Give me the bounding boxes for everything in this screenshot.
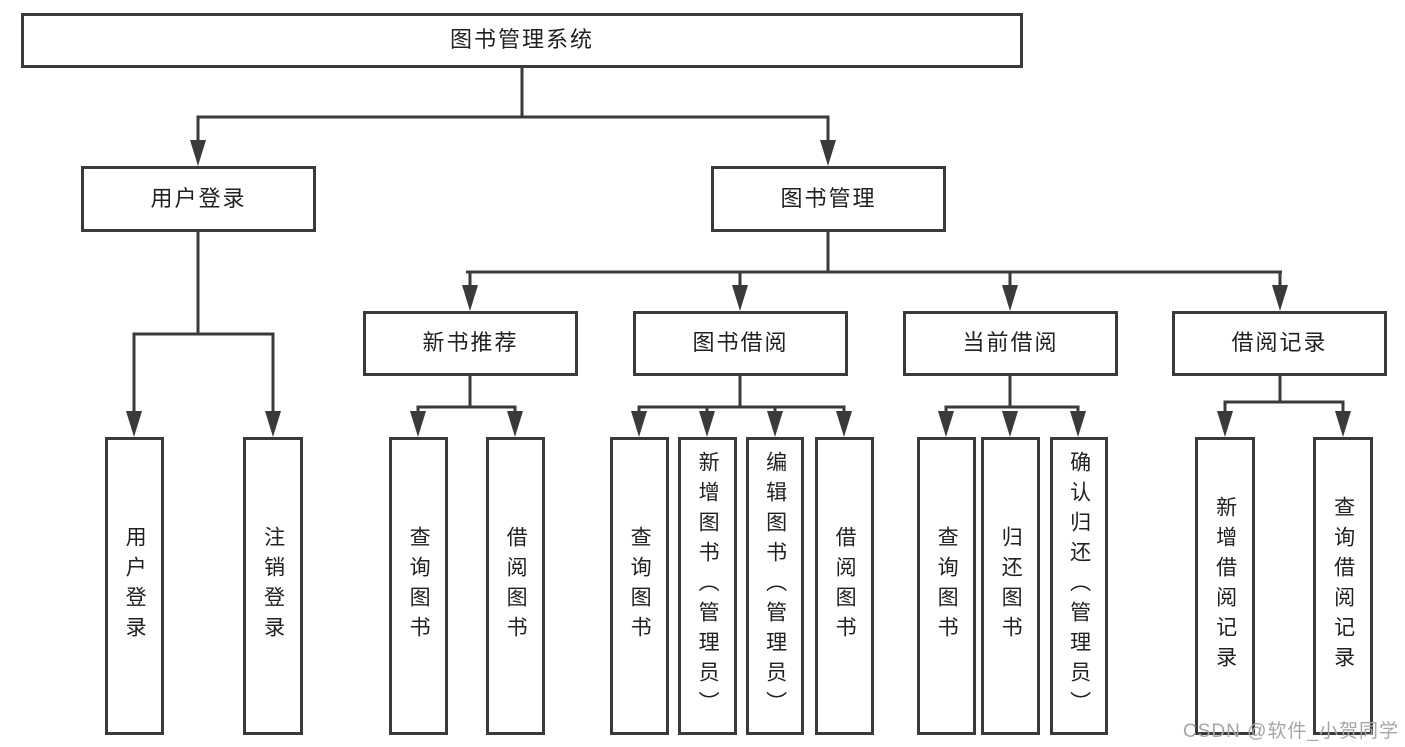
leaf-current-confirm-return-admin: 确认归还（管理员） <box>1050 437 1108 735</box>
leaf-recommend-query-book: 查询图书 <box>389 437 448 735</box>
leaf-borrow-borrow-book: 借阅图书 <box>815 437 874 735</box>
leaf-user-login: 用户登录 <box>105 437 164 735</box>
node-user-login: 用户登录 <box>81 166 316 232</box>
leaf-borrow-add-book-admin: 新增图书（管理员） <box>678 437 737 735</box>
leaf-current-query-book: 查询图书 <box>917 437 976 735</box>
leaf-borrow-edit-book-admin: 编辑图书（管理员） <box>746 437 804 735</box>
leaf-records-add-record: 新增借阅记录 <box>1195 437 1255 735</box>
node-book-borrowing: 图书借阅 <box>633 311 848 376</box>
leaf-recommend-borrow-book: 借阅图书 <box>486 437 545 735</box>
node-borrowing-records: 借阅记录 <box>1172 311 1387 376</box>
leaf-records-query-record: 查询借阅记录 <box>1313 437 1373 735</box>
node-library-system: 图书管理系统 <box>21 13 1023 68</box>
csdn-watermark: CSDN @软件_小贺同学 <box>1183 721 1399 742</box>
node-book-management: 图书管理 <box>711 166 946 232</box>
node-current-borrowing: 当前借阅 <box>903 311 1118 376</box>
leaf-borrow-query-book: 查询图书 <box>610 437 669 735</box>
node-new-book-recommendation: 新书推荐 <box>363 311 578 376</box>
leaf-current-return-book: 归还图书 <box>981 437 1040 735</box>
leaf-logout-login: 注销登录 <box>243 437 303 735</box>
